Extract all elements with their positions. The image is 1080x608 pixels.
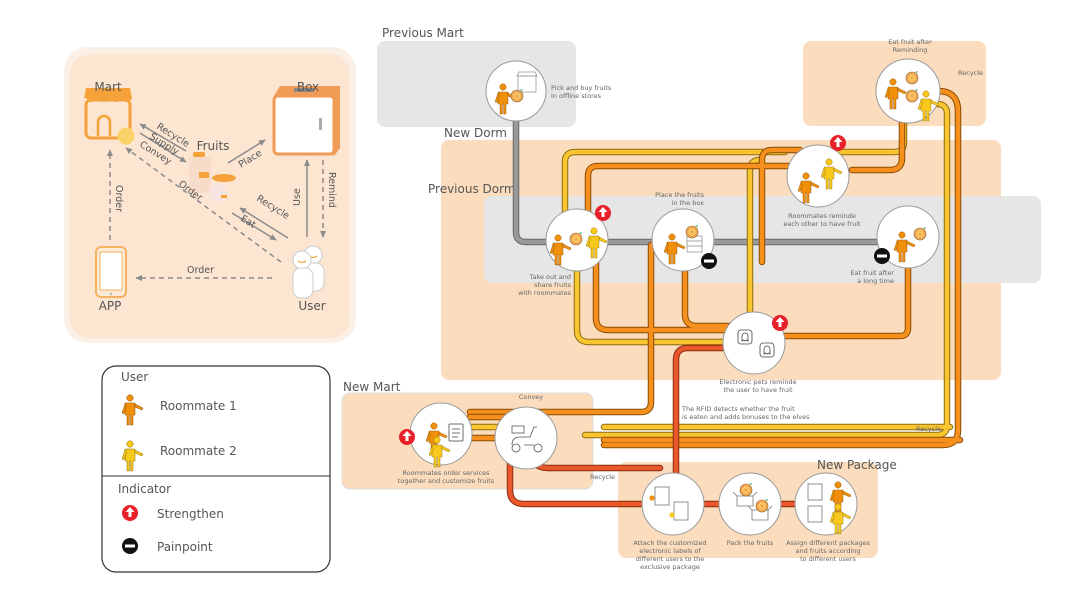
strengthen-badge <box>772 315 788 331</box>
legend: User Roommate 1 Roommate 2 Indicator Str… <box>101 365 331 573</box>
step-convey: Convey Recycle <box>494 393 615 481</box>
legend-painpoint: Painpoint <box>157 540 213 554</box>
step-pack: Pack the fruits <box>718 472 782 547</box>
zone-label-new-mart: New Mart <box>343 380 401 394</box>
line-previous-journey <box>512 116 904 246</box>
painpoint-icon <box>122 538 138 554</box>
package-icon <box>807 483 823 523</box>
convey-label: Convey <box>519 393 543 401</box>
overview-panel: Mart Box Fruits APP <box>64 47 356 343</box>
strengthen-badge <box>830 135 846 151</box>
strengthen-badge <box>595 205 611 221</box>
painpoint-badge <box>874 248 890 264</box>
delivery-scooter-icon <box>511 425 543 453</box>
app-label: APP <box>99 299 122 313</box>
edge-label-order-app-mart: Order <box>113 185 124 212</box>
mart-label: Mart <box>94 80 122 94</box>
store-icon <box>516 71 538 93</box>
zone-label-previous-mart: Previous Mart <box>382 26 464 40</box>
electronic-pet-icon <box>737 329 775 358</box>
zone-label-new-dorm: New Dorm <box>444 126 507 140</box>
zone-label-new-package: New Package <box>817 458 897 472</box>
legend-user-title: User <box>121 370 148 384</box>
order-document-icon <box>448 423 464 442</box>
zone-label-previous-dorm: Previous Dorm <box>428 182 516 196</box>
app-phone-icon <box>95 246 127 298</box>
edge-supply <box>139 132 187 163</box>
strengthen-icon <box>122 505 138 521</box>
line-roommate1 <box>466 87 964 449</box>
edge-recycle-to-fruits <box>239 207 289 239</box>
mart-icon <box>84 88 135 145</box>
edge-place <box>227 139 266 164</box>
pack-label: Pack the fruits <box>727 539 774 547</box>
recycle-label-top: Recycle <box>958 69 983 77</box>
edge-eat <box>231 212 277 241</box>
legend-box <box>101 365 331 573</box>
legend-indicator-title: Indicator <box>118 482 171 496</box>
edge-label-remind: Remind <box>326 172 337 208</box>
strengthen-badge <box>399 429 415 445</box>
line-roommate2 <box>561 100 954 439</box>
fruits-label: Fruits <box>197 139 230 153</box>
user-label: User <box>298 299 325 313</box>
legend-strengthen: Strengthen <box>157 507 224 521</box>
edge-label-order-user-app: Order <box>187 265 214 276</box>
legend-roommate2: Roommate 2 <box>160 444 237 458</box>
edge-label-use: Use <box>292 188 303 206</box>
legend-roommate1: Roommate 1 <box>160 399 237 413</box>
edge-recycle-to-mart <box>139 123 187 152</box>
recycle-label-right: Recycle <box>916 425 941 433</box>
journey-lines <box>466 87 964 508</box>
overview-edges <box>107 123 326 281</box>
zone-previous-mart <box>377 41 576 127</box>
recycle-label-mid: Recycle <box>590 473 615 481</box>
box-icon <box>272 86 340 156</box>
user-icon <box>292 245 325 299</box>
package-label-icon <box>649 486 689 521</box>
box-label: Box <box>297 80 319 94</box>
painpoint-badge <box>701 253 717 269</box>
fruits-icon <box>189 152 236 202</box>
